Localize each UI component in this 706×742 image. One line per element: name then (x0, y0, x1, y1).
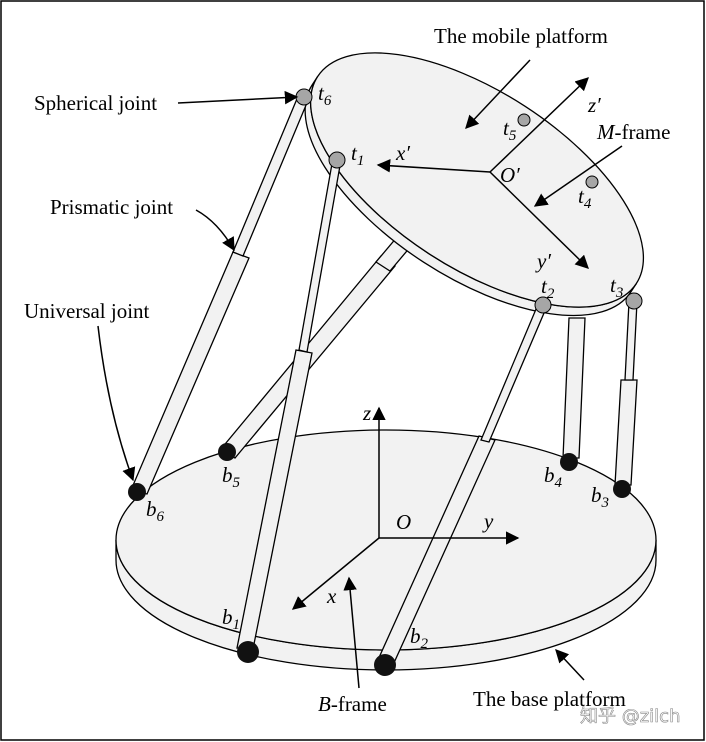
m-frame-letter: M (596, 120, 616, 144)
label-origin-o-prime: O′ (500, 163, 520, 187)
label-t5: t5 (503, 116, 517, 144)
label-axis-x-prime: x′ (395, 141, 410, 165)
label-b2: b2 (410, 624, 429, 652)
label-t3: t3 (610, 273, 623, 301)
arrow-b-frame (343, 576, 360, 689)
label-b4: b4 (544, 463, 563, 491)
label-axis-x: x (326, 584, 337, 608)
arrow-base-platform (555, 649, 585, 681)
universal-joint-b3 (613, 480, 631, 498)
label-b1: b1 (222, 605, 240, 633)
universal-joint-b1 (237, 641, 259, 663)
arrow-universal-joint (97, 325, 136, 482)
spherical-joint-t3 (625, 292, 643, 310)
arrow-m-frame (533, 145, 623, 207)
spherical-joint-t1 (328, 151, 346, 169)
label-t2: t2 (541, 274, 555, 302)
label-universal-joint: Universal joint (24, 299, 150, 323)
universal-joint-b4 (560, 453, 578, 471)
universal-joint-b2 (374, 654, 396, 676)
label-origin-o: O (396, 510, 411, 534)
label-prismatic-joint: Prismatic joint (50, 195, 173, 219)
b-frame-letter: B (318, 692, 331, 716)
mobile-frame-axes (376, 77, 589, 269)
label-spherical-joint: Spherical joint (34, 91, 157, 115)
label-t6: t6 (318, 81, 332, 109)
universal-joint-b6 (128, 483, 146, 501)
spherical-joint-t5 (517, 113, 531, 127)
arrow-prismatic-joint (195, 209, 235, 252)
label-axis-y-prime: y′ (535, 249, 551, 273)
arrow-spherical-joint (177, 90, 299, 105)
b-frame-suffix: -frame (331, 692, 387, 716)
label-axis-z: z (362, 401, 371, 425)
label-m-frame: M-frame (596, 120, 670, 144)
universal-joint-b5 (218, 443, 236, 461)
axis-x-arrow (291, 537, 380, 610)
spherical-joint-t6 (295, 88, 313, 106)
axis-y-prime-arrow (489, 171, 589, 269)
spherical-joint-t2 (534, 296, 552, 314)
label-base-platform: The base platform (473, 687, 626, 711)
label-b-frame: B-frame (318, 692, 387, 716)
axis-z-prime-arrow (489, 77, 589, 173)
spherical-joint-t4 (585, 175, 599, 189)
label-b5: b5 (222, 463, 241, 491)
mobile-platform (304, 52, 645, 317)
label-b3: b3 (591, 483, 609, 511)
arrow-mobile-platform (465, 59, 531, 129)
label-axis-z-prime: z′ (587, 93, 601, 117)
label-mobile-platform: The mobile platform (434, 24, 608, 48)
label-t4: t4 (578, 184, 592, 212)
watermark: 知乎 @zilch (580, 706, 680, 727)
label-b6: b6 (146, 497, 165, 525)
m-frame-suffix: -frame (615, 120, 671, 144)
label-t1: t1 (351, 141, 364, 169)
base-frame-axes (291, 406, 520, 610)
axis-x-prime-arrow (376, 159, 491, 173)
label-axis-y: y (482, 509, 494, 533)
